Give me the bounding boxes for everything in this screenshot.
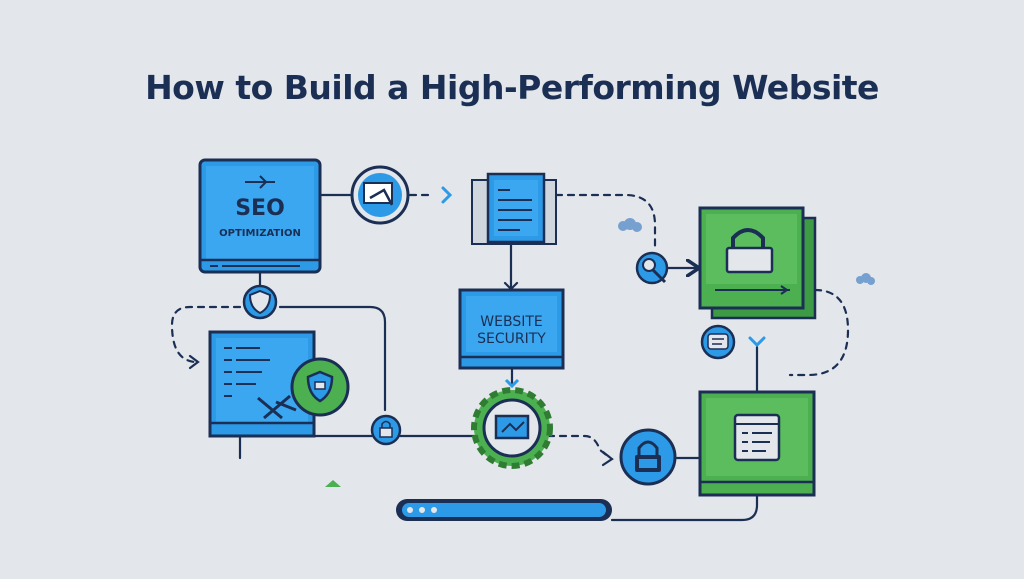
- cloud-icon: [618, 218, 875, 285]
- seo-sublabel: OPTIMIZATION: [219, 228, 301, 239]
- page-title: How to Build a High-Performing Website: [145, 68, 879, 107]
- security-label-line1: WEBSITE: [480, 314, 543, 330]
- padlock-screen-icon: [698, 206, 817, 320]
- seo-label: SEO: [235, 196, 285, 221]
- shield-icon: [242, 284, 278, 320]
- monitor-arrow-icon: [350, 165, 410, 225]
- document-list-icon: [471, 172, 557, 245]
- padlock-icon: [619, 428, 677, 486]
- shield-check-icon: [290, 357, 350, 417]
- connector-lines: [170, 186, 850, 522]
- search-magnifier-icon: [635, 251, 669, 285]
- chat-bubble-icon: [700, 324, 736, 360]
- padlock-small-icon: [370, 414, 402, 446]
- progress-bar-icon: [396, 499, 612, 521]
- gear-monitor-icon: [471, 387, 553, 469]
- seo-optimization-card: [198, 158, 322, 274]
- browser-window-icon: [698, 390, 816, 497]
- leaf-icon: [325, 480, 341, 487]
- website-security-card: [458, 288, 565, 389]
- security-label-line2: SECURITY: [477, 331, 546, 347]
